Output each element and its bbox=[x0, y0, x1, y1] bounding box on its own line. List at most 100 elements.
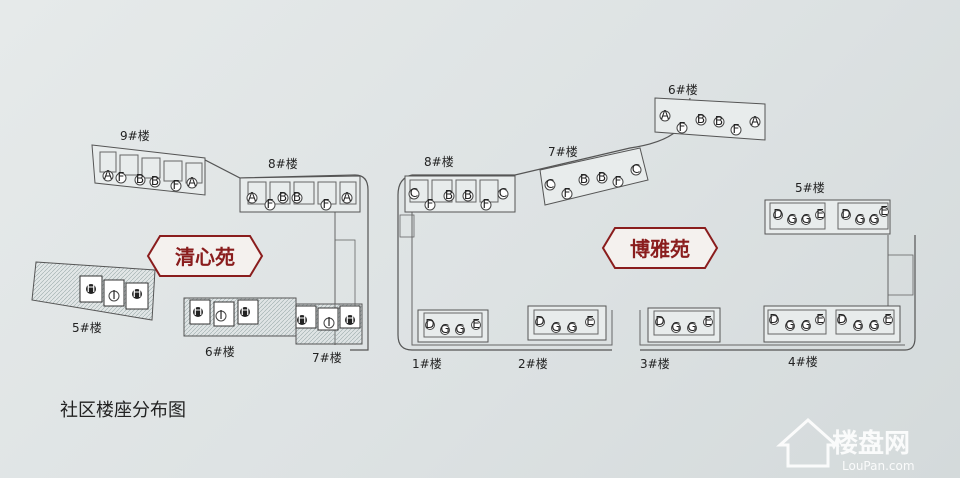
unit-letter: B bbox=[697, 112, 705, 126]
unit-letter: E bbox=[472, 317, 480, 331]
unit-letter: G bbox=[801, 212, 810, 226]
unit-letter: D bbox=[837, 312, 846, 326]
unit-letter: C bbox=[632, 162, 640, 176]
unit-letter: C bbox=[410, 186, 418, 200]
label-5-right: 5#楼 bbox=[795, 180, 825, 195]
unit-letter: E bbox=[704, 314, 712, 328]
unit-markers-6-right: A F B B F A bbox=[659, 108, 761, 136]
unit-letter: I bbox=[112, 288, 116, 302]
unit-markers-8-left: A F B B F A bbox=[246, 190, 353, 211]
unit-letter: F bbox=[615, 174, 622, 188]
unit-letter: B bbox=[136, 172, 144, 186]
unit-letter: H bbox=[297, 312, 306, 326]
unit-letter: F bbox=[173, 178, 180, 192]
unit-letter: G bbox=[671, 320, 680, 334]
unit-letter: B bbox=[445, 188, 453, 202]
unit-markers-8-right: C F B B F C bbox=[408, 186, 509, 211]
unit-letter: C bbox=[546, 177, 554, 191]
unit-letter: E bbox=[816, 207, 824, 221]
unit-letter: H bbox=[193, 304, 202, 318]
unit-letter: F bbox=[267, 197, 274, 211]
watermark: 楼盘网 LouPan.com bbox=[776, 417, 915, 473]
unit-letter: H bbox=[240, 304, 249, 318]
unit-letter: G bbox=[853, 318, 862, 332]
label-3-right: 3#楼 bbox=[640, 356, 670, 371]
unit-letter: G bbox=[687, 320, 696, 334]
label-5-left: 5#楼 bbox=[72, 320, 102, 335]
unit-letter: B bbox=[598, 170, 606, 184]
unit-letter: G bbox=[455, 322, 464, 336]
building-6-right bbox=[654, 97, 766, 141]
building-5-right bbox=[764, 199, 891, 235]
unit-markers-5-left: H I H bbox=[86, 281, 142, 302]
unit-letter: A bbox=[661, 108, 670, 122]
unit-letter: G bbox=[787, 212, 796, 226]
label-1-right: 1#楼 bbox=[412, 356, 442, 371]
label-4-right: 4#楼 bbox=[788, 354, 818, 369]
unit-markers-9: A F B B F A bbox=[102, 168, 198, 192]
unit-letter: H bbox=[345, 312, 354, 326]
watermark-name: 楼盘网 bbox=[832, 428, 910, 459]
unit-markers-lower-right: D G G E D G G E D G G E D G G E D G G E bbox=[425, 312, 893, 336]
unit-letter: D bbox=[425, 317, 434, 331]
unit-letter: A bbox=[751, 114, 760, 128]
label-8-right: 8#楼 bbox=[424, 154, 454, 169]
unit-letter: F bbox=[733, 122, 740, 136]
unit-letter: D bbox=[655, 314, 664, 328]
label-6-left: 6#楼 bbox=[205, 344, 235, 359]
unit-letter: D bbox=[773, 207, 782, 221]
unit-letter: C bbox=[499, 186, 507, 200]
label-9-left: 9#楼 bbox=[120, 128, 150, 143]
unit-markers-5-right: D G G E D G G E bbox=[773, 204, 889, 226]
zone-badge-left: 清心苑 bbox=[146, 235, 264, 277]
unit-letter: F bbox=[564, 186, 571, 200]
unit-letter: E bbox=[880, 204, 888, 218]
unit-markers-6-left: H I H bbox=[193, 304, 250, 322]
unit-letter: F bbox=[679, 120, 686, 134]
unit-letter: D bbox=[841, 207, 850, 221]
unit-letter: G bbox=[869, 212, 878, 226]
unit-letter: G bbox=[440, 322, 449, 336]
label-6-right: 6#楼 bbox=[668, 82, 698, 97]
label-8-left: 8#楼 bbox=[268, 156, 298, 171]
diagram-caption: 社区楼座分布图 bbox=[60, 400, 186, 421]
unit-letter: H bbox=[132, 286, 141, 300]
unit-letter: I bbox=[219, 308, 223, 322]
unit-letter: B bbox=[293, 190, 301, 204]
unit-letter: F bbox=[483, 197, 490, 211]
unit-letter: B bbox=[715, 114, 723, 128]
unit-letter: G bbox=[785, 318, 794, 332]
label-7-left: 7#楼 bbox=[312, 350, 342, 365]
unit-letter: G bbox=[855, 212, 864, 226]
unit-letter: A bbox=[104, 168, 113, 182]
unit-letter: B bbox=[580, 172, 588, 186]
unit-letter: B bbox=[151, 174, 159, 188]
unit-letter: A bbox=[343, 190, 352, 204]
label-7-right: 7#楼 bbox=[548, 144, 578, 159]
zone-badge-right: 博雅苑 bbox=[601, 227, 719, 269]
unit-letter: G bbox=[551, 320, 560, 334]
unit-letter: D bbox=[535, 314, 544, 328]
unit-letter: E bbox=[586, 314, 594, 328]
zone-name-right: 博雅苑 bbox=[630, 237, 690, 261]
unit-letter: G bbox=[869, 318, 878, 332]
unit-letter: F bbox=[323, 197, 330, 211]
unit-letter: F bbox=[427, 197, 434, 211]
unit-letter: A bbox=[248, 190, 257, 204]
unit-letter: B bbox=[279, 190, 287, 204]
left-road-outline bbox=[94, 149, 369, 351]
unit-letter: G bbox=[567, 320, 576, 334]
unit-letter: A bbox=[188, 175, 197, 189]
unit-letter: E bbox=[884, 312, 892, 326]
unit-letter: F bbox=[118, 170, 125, 184]
unit-letter: B bbox=[464, 188, 472, 202]
unit-letter: H bbox=[86, 281, 95, 295]
unit-letter: E bbox=[816, 312, 824, 326]
label-2-right: 2#楼 bbox=[518, 356, 548, 371]
zone-name-left: 清心苑 bbox=[175, 245, 235, 269]
watermark-url: LouPan.com bbox=[842, 459, 915, 473]
unit-markers-7-left: H I H bbox=[297, 312, 355, 329]
unit-letter: G bbox=[801, 318, 810, 332]
